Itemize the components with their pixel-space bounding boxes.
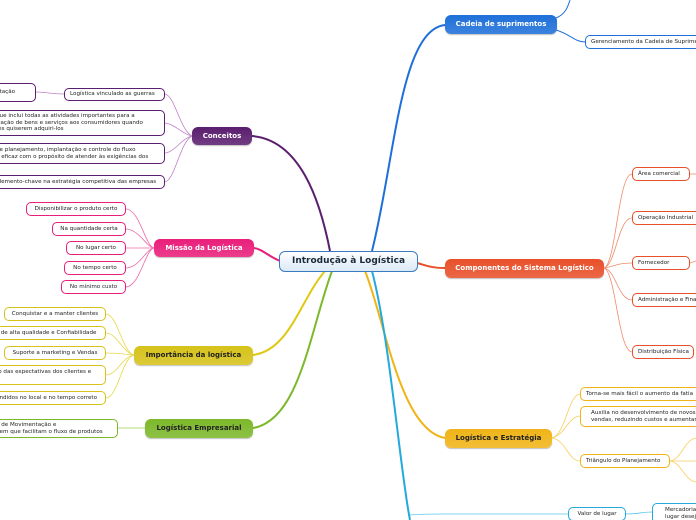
link-missao	[253, 247, 281, 262]
node-lugar-certo[interactable]: No lugar certo	[66, 241, 126, 255]
link-estrategia	[364, 270, 446, 439]
link-empresarial	[252, 270, 333, 429]
node-mercadoria-lugar[interactable]: Mercadoria lugar desej	[652, 503, 696, 520]
branch-conceitos[interactable]: Conceitos	[192, 127, 252, 145]
node-conceito-atividades[interactable]: que inclui todas as atividades important…	[0, 110, 165, 136]
node-minimo-custo[interactable]: No mínimo custo	[61, 280, 126, 294]
node-fornecedor[interactable]: Fornecedor	[632, 256, 690, 270]
branch-importancia-logistica[interactable]: Importância da logística	[134, 346, 253, 365]
node-operacao-industrial[interactable]: Operação Industrial	[632, 211, 696, 225]
node-alta-qualidade[interactable]: s de alta qualidade e Confiabilidade	[0, 326, 106, 340]
node-origem-logistica[interactable]: ntação	[0, 83, 36, 102]
node-logistica-guerras[interactable]: Logística vinculado as guerras	[64, 88, 165, 101]
node-valor-lugar[interactable]: Valor de lugar	[568, 507, 626, 520]
central-topic[interactable]: Introdução à Logística	[279, 251, 418, 272]
branch-cadeia-suprimentos[interactable]: Cadeia de suprimentos	[445, 15, 557, 34]
link-cadeia-gerenc	[555, 29, 586, 43]
node-triangulo-planejamento[interactable]: Triângulo do Planejamento	[580, 454, 670, 468]
branch-missao-logistica[interactable]: Missão da Logística	[154, 239, 254, 257]
node-quantidade-certa[interactable]: Na quantidade certa	[52, 222, 126, 236]
link-cadeia-up	[555, 0, 571, 19]
link-bottom	[371, 270, 411, 520]
node-movimentacao-armazenagem[interactable]: o de Movimentação e gem que facilitam o …	[0, 419, 118, 438]
branch-componentes-sistema[interactable]: Componentes do Sistema Logístico	[445, 259, 604, 278]
node-aumento-fatia[interactable]: Torna-se mais fácil o aumento da fatia	[580, 387, 696, 401]
link-conceitos	[251, 135, 331, 252]
node-conquistar-clientes[interactable]: Conquistar e a manter clientes	[4, 307, 106, 321]
node-suporte-marketing[interactable]: Suporte a marketing e Vendas	[4, 346, 106, 360]
node-local-tempo-correto[interactable]: endidos no local e no tempo correto	[0, 391, 106, 405]
node-area-comercial[interactable]: Área comercial	[632, 167, 690, 181]
node-expectativas-clientes[interactable]: to das expectativas dos clientes e	[0, 365, 106, 385]
branch-logistica-empresarial[interactable]: Logística Empresarial	[145, 419, 253, 438]
node-administracao-financas[interactable]: Administração e Fina	[632, 293, 696, 307]
node-distribuicao-fisica[interactable]: Distribuição Física	[632, 345, 694, 359]
node-gerenciamento-cadeia[interactable]: Gerenciamento da Cadeia de Suprimentos	[585, 35, 696, 49]
link-componentes	[416, 262, 446, 269]
link-importancia	[252, 270, 326, 356]
link-cadeia	[371, 24, 446, 252]
node-produto-certo[interactable]: Disponibilizar o produto certo	[26, 202, 126, 216]
node-conceito-elemento-chave[interactable]: Elemento-chave na estratégia competitiva…	[0, 175, 165, 189]
node-tempo-certo[interactable]: No tempo certo	[64, 261, 126, 275]
node-novos-produtos[interactable]: Auxilia no desenvolvimento de novos vend…	[580, 406, 696, 427]
branch-logistica-estrategia[interactable]: Logística e Estratégia	[445, 429, 552, 448]
node-conceito-planejamento[interactable]: de planejamento, implantação e controle …	[0, 143, 165, 164]
